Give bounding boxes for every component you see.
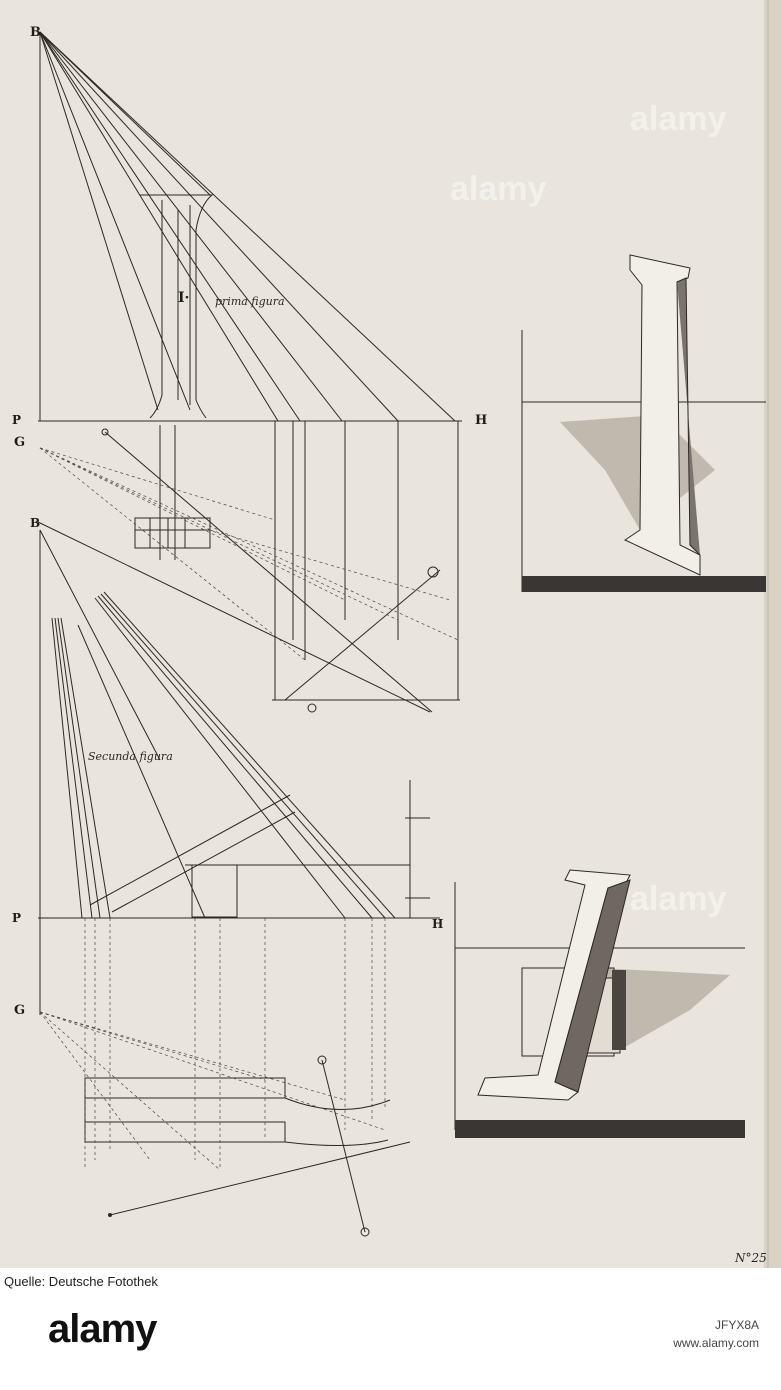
secunda-dotted-rays [39,918,386,1171]
label-b-mid: B [30,516,40,530]
label-p-upper: P [12,413,21,427]
secunda-figura-lines [38,529,440,1233]
label-secunda-figura: Secunda figura [88,750,173,763]
watermark-overlay: alamy [630,880,727,918]
perspective-diagram: B P H G B P H G I· prima figura Secunda … [12,0,781,1268]
label-p-lower: P [12,911,21,925]
label-g-lower: G [14,1003,25,1018]
label-plate-number: N°25 [734,1251,767,1265]
site-url: www.alamy.com [673,1336,759,1350]
label-figure-numeral: I· [178,290,189,306]
watermark-overlay: alamy [630,100,727,138]
label-b-top: B [30,25,41,40]
prima-dotted-rays [39,447,459,661]
label-h-lower: H [432,917,443,931]
stock-footer [0,1298,781,1390]
source-credit: Quelle: Deutsche Fotothek [4,1274,158,1289]
label-h-upper: H [475,413,487,428]
brand-logo: alamy [48,1307,157,1351]
engraving-plate: B P H G B P H G I· prima figura Secunda … [0,0,781,1268]
lower-inset [454,869,745,1138]
page-edge [764,0,781,1268]
image-id: JFYX8A [714,1318,759,1332]
label-g-upper: G [14,435,25,450]
watermark-overlay: alamy [450,170,547,208]
prima-figura-lines [37,31,462,713]
label-prima-figura: prima figura [215,295,285,308]
upper-inset [521,254,766,592]
